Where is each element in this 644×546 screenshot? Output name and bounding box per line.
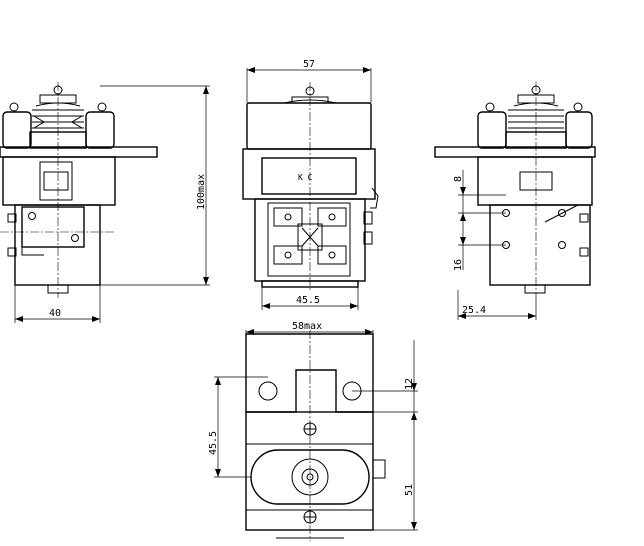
- dim-top-width: 57: [303, 59, 315, 70]
- dim-right-base: 25.4: [462, 305, 486, 316]
- right-side-view: [434, 82, 596, 298]
- left-dimensions: 100max 40: [14, 85, 210, 323]
- bottom-top-view: [245, 330, 386, 541]
- center-dimensions: 57 45.5: [246, 59, 372, 310]
- dim-bottom-total: 51: [404, 484, 415, 496]
- dim-bottom-hole: 12: [404, 378, 415, 390]
- right-dimensions: 8 16 25.4: [453, 170, 537, 320]
- dim-left-base: 40: [49, 308, 61, 319]
- left-side-view: [0, 82, 158, 298]
- dim-right-8: 8: [453, 176, 464, 182]
- coil-label: K C: [298, 173, 313, 182]
- dim-bottom-width: 58max: [292, 321, 322, 332]
- dim-height-max: 100max: [196, 174, 207, 210]
- bottom-dimensions: 58max 45.5 12 51: [208, 321, 418, 531]
- dim-right-16: 16: [453, 259, 464, 271]
- dim-bottom-height: 45.5: [208, 431, 219, 455]
- center-front-view: K C: [242, 82, 379, 292]
- dim-center-base: 45.5: [296, 295, 320, 306]
